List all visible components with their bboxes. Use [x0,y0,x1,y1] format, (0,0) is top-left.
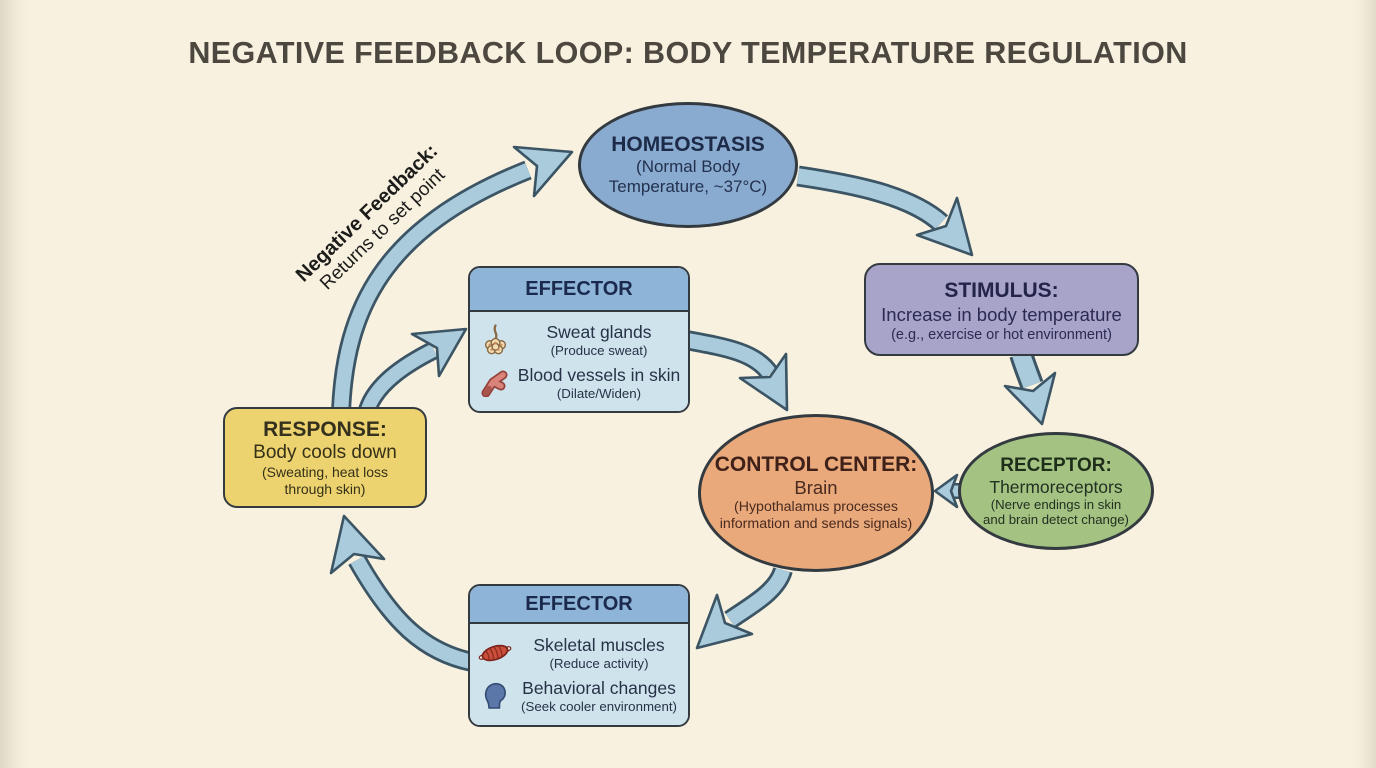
effector-top-heading: EFFECTOR [470,268,688,312]
head-icon [475,681,515,711]
homeostasis-heading: HOMEOSTASIS [611,132,765,156]
sweat-gland-icon [475,323,515,357]
effector-item-label: Skeletal muscles [533,634,665,655]
diagram-title: NEGATIVE FEEDBACK LOOP: BODY TEMPERATURE… [188,36,1188,70]
effector-item-detail: (Produce sweat) [550,343,648,358]
receptor-body: Thermoreceptors [989,476,1123,497]
effector-item-detail: (Seek cooler environment) [521,699,677,715]
receptor-node: RECEPTOR: Thermoreceptors (Nerve endings… [958,432,1154,550]
stimulus-detail: (e.g., exercise or hot environment) [891,326,1112,343]
response-node: RESPONSE: Body cools down (Sweating, hea… [223,407,427,508]
homeostasis-node: HOMEOSTASIS (Normal Body Temperature, ~3… [578,102,798,228]
effector-bottom-heading: EFFECTOR [470,586,688,624]
effector-bottom-node: EFFECTOR Skeletal muscles (Reduce [468,584,690,727]
arrow-control-to-effector-icon [695,566,793,650]
blood-vessel-icon [475,369,515,397]
receptor-detail: (Nerve endings in skin and brain detect … [983,496,1129,527]
effector-bottom-body: Skeletal muscles (Reduce activity) Behav… [470,624,688,725]
list-item: Behavioral changes (Seek cooler environm… [475,678,683,714]
stimulus-node: STIMULUS: Increase in body temperature (… [864,263,1139,356]
homeostasis-subtext: (Normal Body Temperature, ~37°C) [608,156,768,196]
arrow-response-to-effector-icon [357,327,468,416]
effector-top-node: EFFECTOR Sweat gl [468,266,690,413]
effector-item-text: Sweat glands (Produce sweat) [515,322,683,358]
effector-item-label: Blood vessels in skin [517,365,681,385]
arrow-homeostasis-to-stimulus-icon [796,165,974,257]
arrow-response-to-homeostasis-icon [331,145,574,413]
effector-item-label: Behavioral changes [522,678,676,699]
control-center-detail: (Hypothalamus processes information and … [719,498,913,532]
arrow-effector-to-control-icon [684,330,789,412]
effector-item-detail: (Dilate/Widen) [556,386,642,401]
control-center-node: CONTROL CENTER: Brain (Hypothalamus proc… [698,414,934,572]
list-item: Sweat glands (Produce sweat) [475,322,683,358]
response-detail: (Sweating, heat loss through skin) [261,464,389,497]
arrow-effector-to-response-icon [329,514,475,672]
arrow-stimulus-to-receptor-icon [1003,350,1057,426]
effector-item-text: Blood vessels in skin (Dilate/Widen) [515,365,683,401]
stimulus-heading: STIMULUS: [944,278,1059,302]
muscle-icon [475,641,515,665]
effector-item-detail: (Reduce activity) [549,655,649,671]
response-heading: RESPONSE: [263,418,387,442]
effector-item-text: Behavioral changes (Seek cooler environm… [515,678,683,714]
effector-item-text: Skeletal muscles (Reduce activity) [515,635,683,671]
receptor-heading: RECEPTOR: [1000,454,1112,476]
effector-item-label: Sweat glands [546,322,652,342]
response-body: Body cools down [253,442,397,464]
stimulus-body: Increase in body temperature [881,303,1122,325]
control-center-body: Brain [794,476,838,498]
list-item: Skeletal muscles (Reduce activity) [475,635,683,671]
list-item: Blood vessels in skin (Dilate/Widen) [475,365,683,401]
control-center-heading: CONTROL CENTER: [714,452,918,476]
effector-top-body: Sweat glands (Produce sweat) Blood vesse… [470,312,688,411]
